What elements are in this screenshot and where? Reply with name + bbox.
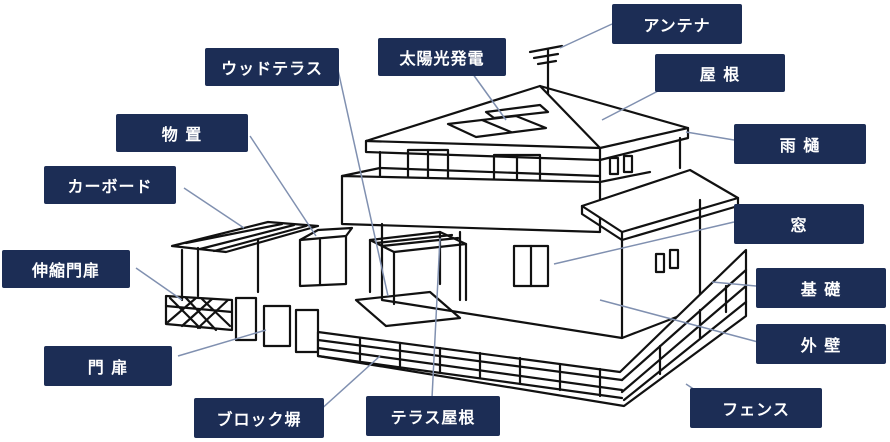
balcony: [340, 174, 602, 234]
label-roof: 屋 根: [655, 54, 785, 92]
extension-gate-drawing: [164, 294, 234, 332]
label-solar-power: 太陽光発電: [378, 38, 506, 76]
label-fence: フェンス: [690, 388, 822, 428]
label-outer-wall: 外 壁: [756, 324, 886, 364]
label-terrace-roof: テラス屋根: [366, 396, 500, 436]
label-rain-gutter: 雨 樋: [734, 124, 866, 164]
lower-roof: [580, 168, 740, 234]
label-gate: 門 扉: [44, 346, 172, 386]
carport-roof: [170, 220, 320, 254]
label-extension-gate: 伸縮門扉: [2, 250, 130, 288]
main-roof: [364, 84, 690, 150]
label-carport: カーボード: [44, 166, 176, 204]
label-storage: 物 置: [116, 114, 248, 152]
label-block-wall: ブロック塀: [194, 398, 324, 438]
storage-shed: [298, 234, 348, 288]
label-window: 窓: [734, 204, 864, 244]
label-wood-terrace: ウッドテラス: [205, 48, 339, 86]
label-antenna: アンテナ: [612, 4, 742, 44]
label-foundation: 基 礎: [756, 268, 886, 308]
